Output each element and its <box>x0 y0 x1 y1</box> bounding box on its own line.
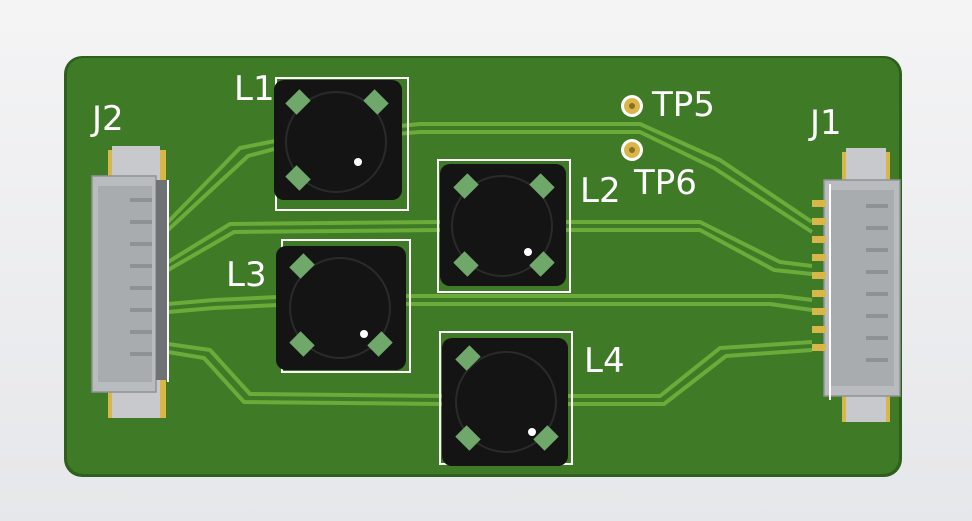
inductor-l3[interactable] <box>276 239 411 373</box>
label-l4: L4 <box>584 341 625 381</box>
label-l2: L2 <box>580 171 621 211</box>
test-point-tp5[interactable] <box>621 95 643 117</box>
connector-j1[interactable] <box>812 148 901 422</box>
label-j1: J1 <box>808 103 842 143</box>
label-tp6: TP6 <box>633 163 697 203</box>
connector-j2[interactable] <box>91 146 169 418</box>
test-point-tp6[interactable] <box>621 139 643 161</box>
label-tp5: TP5 <box>651 85 715 125</box>
label-l3: L3 <box>226 255 267 295</box>
inductor-l2[interactable] <box>437 159 571 293</box>
inductor-l1[interactable] <box>274 77 409 211</box>
inductor-l4[interactable] <box>439 331 573 466</box>
connector-j1-pins <box>812 200 826 351</box>
label-l1: L1 <box>234 69 275 109</box>
silkscreen-labels: J2 J1 L1 L2 L3 L4 TP5 TP6 <box>90 69 842 381</box>
connector-j2-pins <box>130 198 152 356</box>
label-j2: J2 <box>90 99 124 139</box>
